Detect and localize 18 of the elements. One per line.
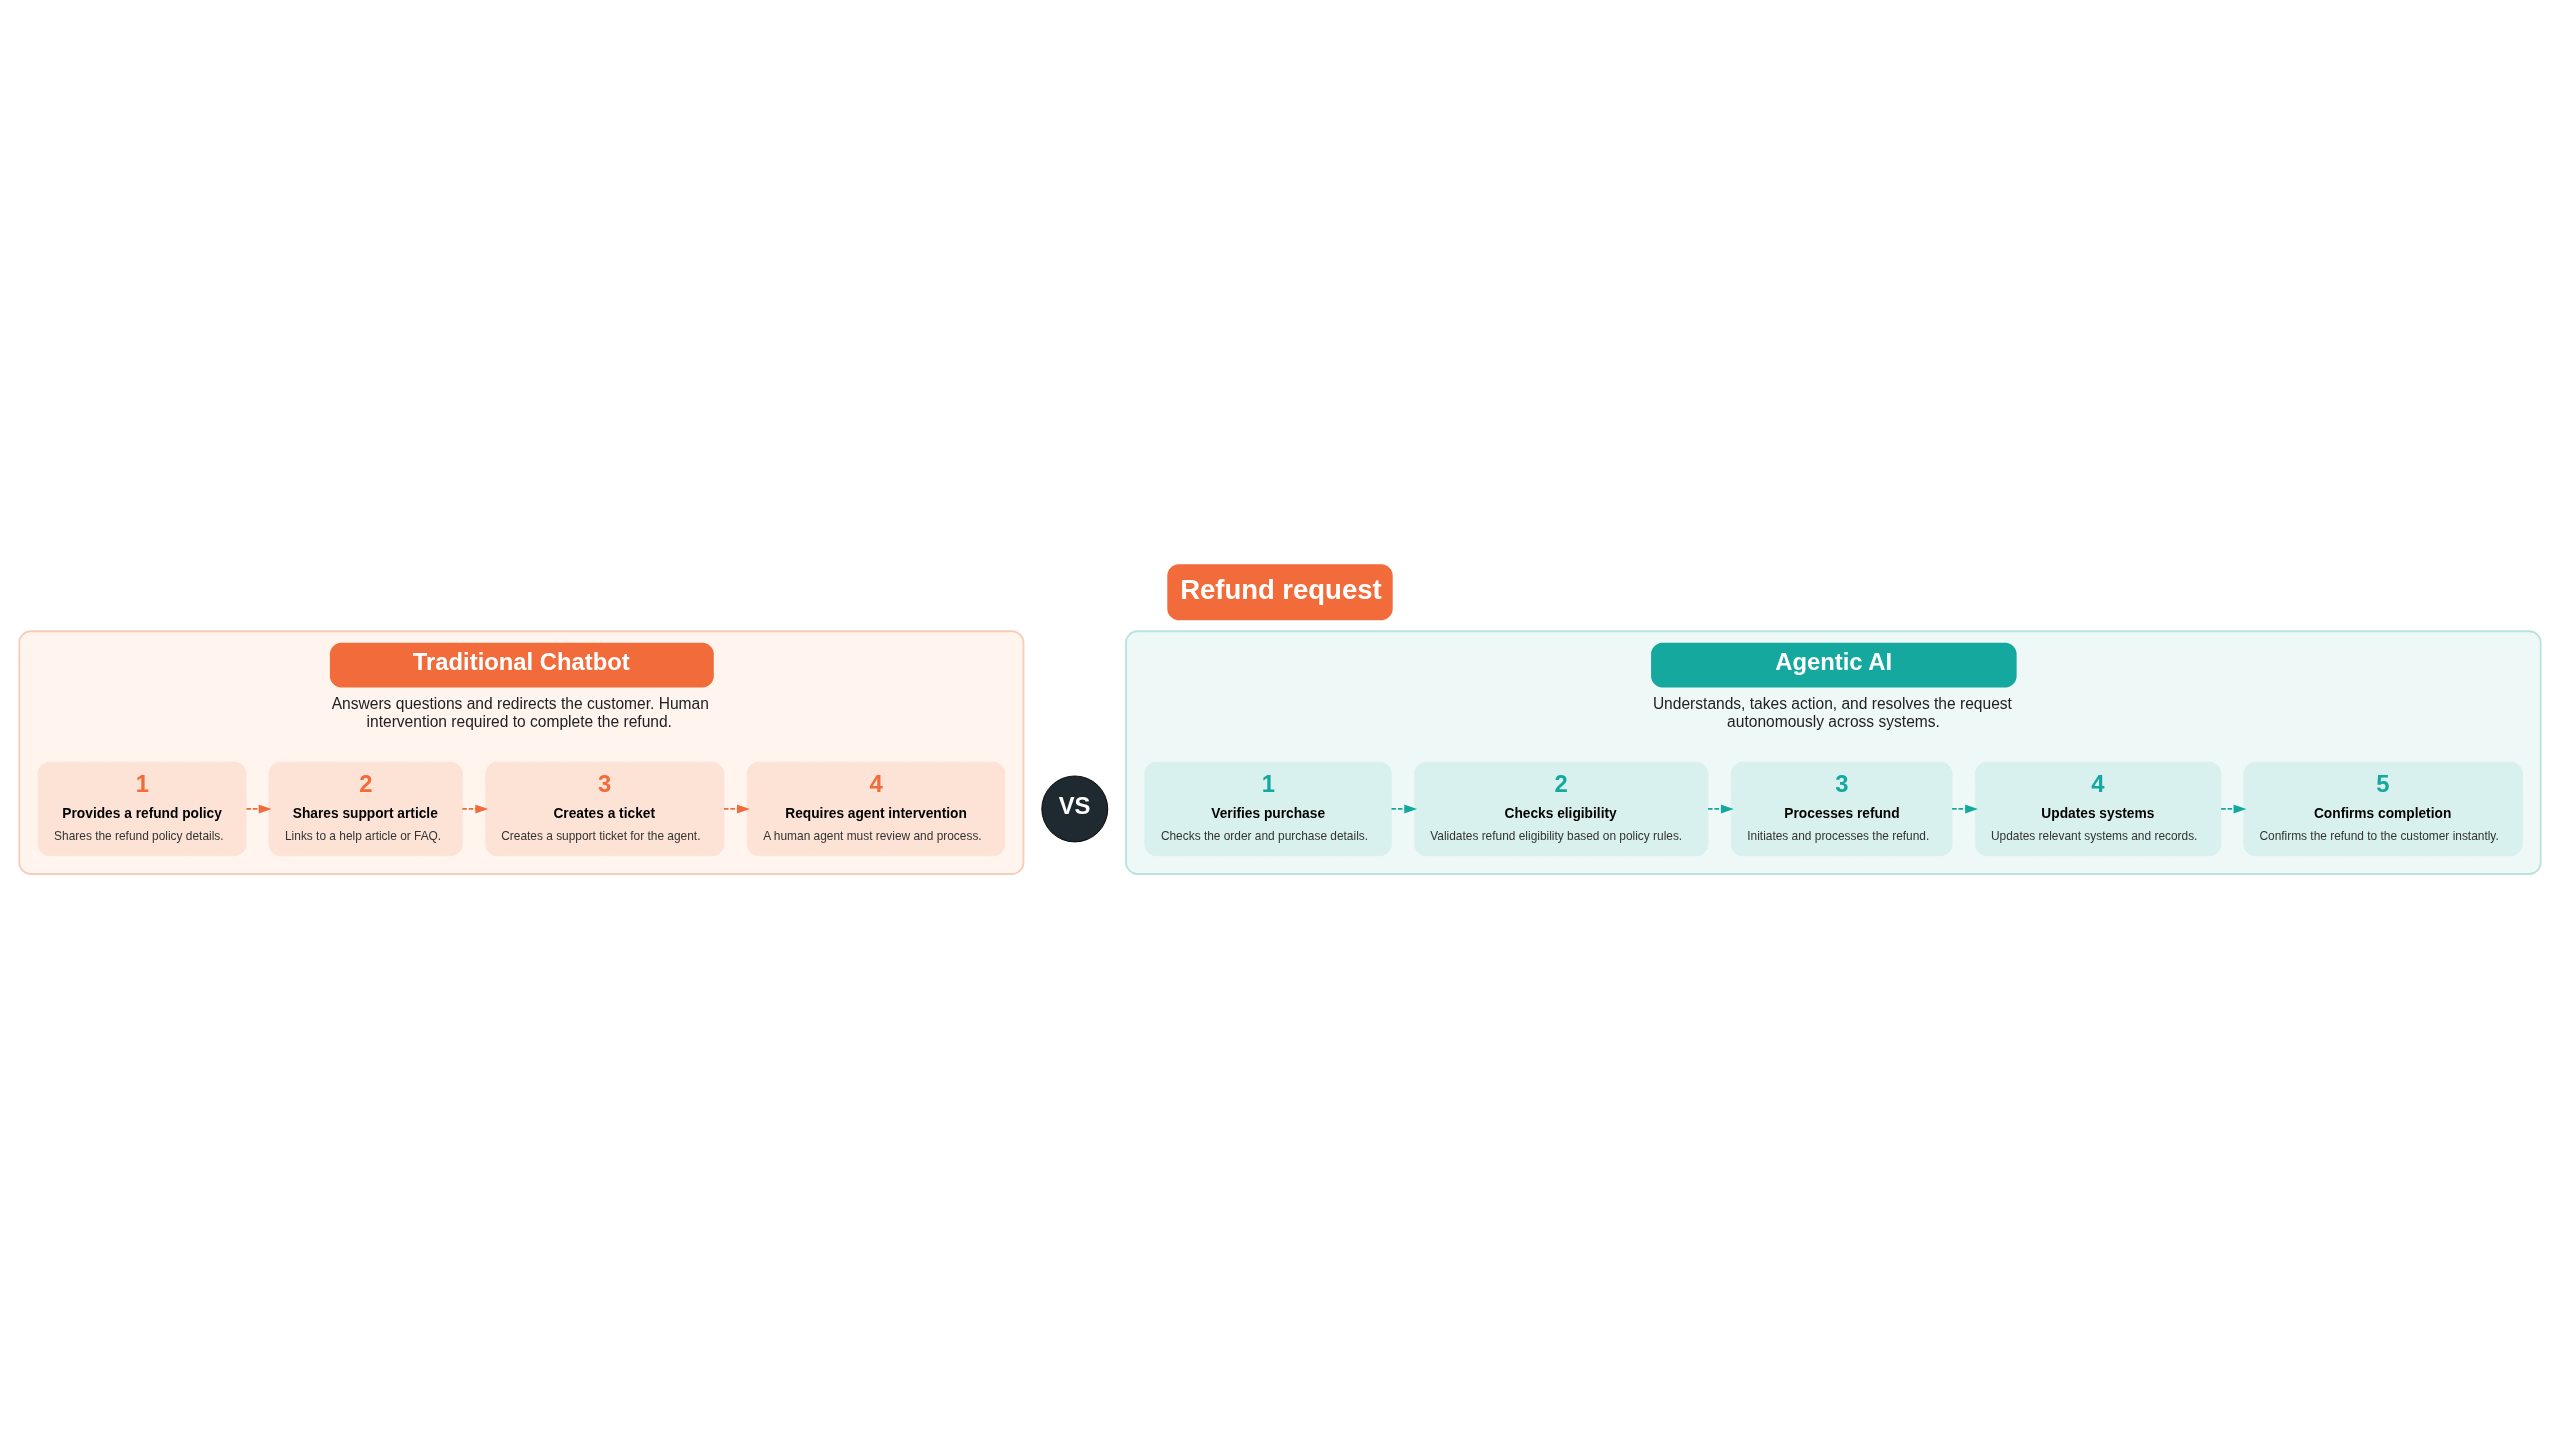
node-box: 3 Processes refund Initiates and processes the refund. <box>1730 761 1953 856</box>
diagram-title: Refund request <box>1180 573 1382 605</box>
node-box: 1 Verifies purchase Checks the order and purchase details. <box>1144 761 1392 856</box>
node-box: 5 Confirms completion Confirms the refund to the customer instantly. <box>2243 761 2523 856</box>
node-box: 1 Provides a refund policy Shares the refund policy details. <box>37 761 247 856</box>
arrow <box>1951 803 1978 813</box>
node-circle: VS <box>1041 775 1109 842</box>
arrow <box>1707 803 1734 813</box>
node-box: 2 Shares support article Links to a help article or FAQ. <box>268 761 463 856</box>
node-box: 4 Requires agent intervention A human agent must review and process. <box>746 761 1006 856</box>
arrow <box>461 803 489 813</box>
arrow <box>1390 803 1418 813</box>
node-box: 2 Checks eligibility Validates refund eligibility based on policy rules. <box>1414 761 1709 856</box>
node-box: 4 Updates systems Updates relevant systems and records. <box>1974 761 2222 856</box>
arrow <box>723 803 750 813</box>
arrow <box>245 803 272 813</box>
node-box: 3 Creates a ticket Creates a support ticket for the agent. <box>485 761 725 856</box>
arrow <box>2220 803 2247 813</box>
